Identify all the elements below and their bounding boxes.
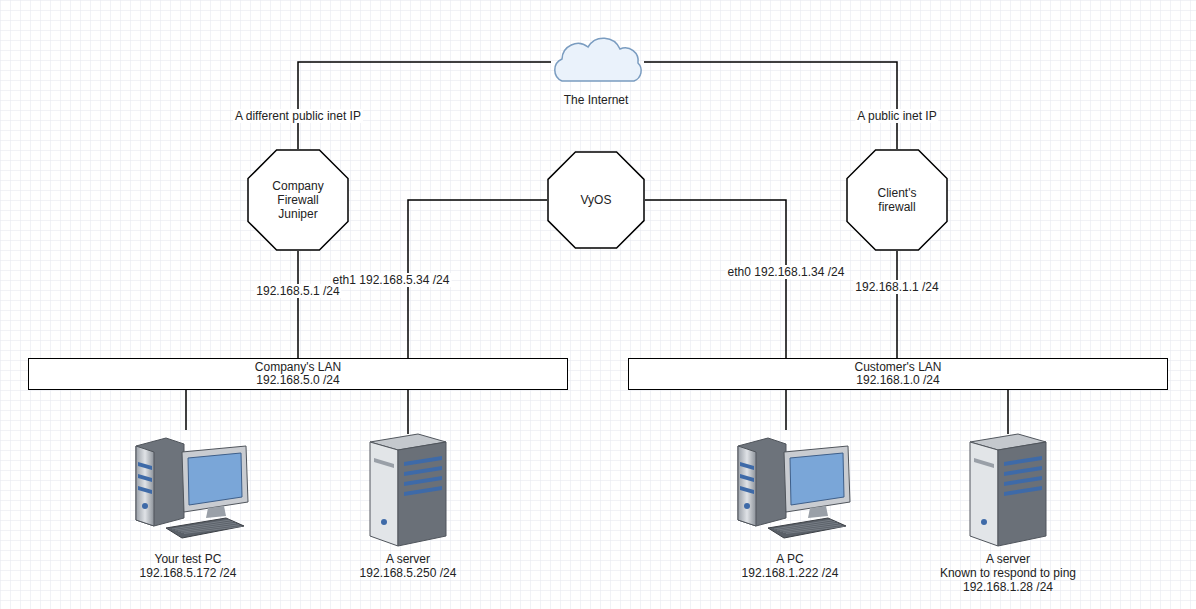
network-link (407, 390, 409, 434)
server-icon (923, 430, 1093, 552)
node-label: A server (986, 552, 1030, 566)
octagon-shape (248, 150, 348, 250)
node-label: A PC (776, 552, 803, 566)
server-icon (338, 430, 478, 552)
firewall-octagon: Client's firewall (846, 149, 948, 251)
link-label: A different public inet IP (233, 109, 363, 123)
node-label: Client's firewall (866, 186, 928, 214)
lan-band: Customer's LAN192.168.1.0 /24 (628, 358, 1168, 390)
pc-device: A PC192.168.1.222 /24 (720, 428, 860, 580)
link-label: A public inet IP (855, 109, 938, 123)
node-label: 192.168.1.28 /24 (963, 580, 1053, 594)
network-link (1007, 390, 1009, 434)
lan-label: 192.168.1.0 /24 (633, 374, 1163, 387)
lan-band: Company's LAN192.168.5.0 /24 (28, 358, 568, 390)
node-label: Your test PC (155, 552, 222, 566)
network-link (644, 62, 897, 149)
node-label: 192.168.5.250 /24 (360, 566, 457, 580)
link-label: eth0 192.168.1.34 /24 (726, 265, 847, 279)
network-link (785, 390, 787, 430)
pc-icon (118, 428, 258, 552)
lan-label: Customer's LAN (633, 361, 1163, 374)
firewall-octagon: Company Firewall Juniper (247, 149, 349, 251)
cloud-outline (555, 38, 641, 81)
node-label: VyOS (581, 193, 612, 207)
link-label: 192.168.5.1 /24 (254, 284, 341, 298)
link-label: 192.168.1.1 /24 (853, 280, 940, 294)
lan-label: Company's LAN (33, 361, 563, 374)
pc-device: Your test PC192.168.5.172 /24 (118, 428, 258, 580)
network-link (896, 251, 898, 358)
server-device: A serverKnown to respond to ping192.168.… (923, 430, 1093, 594)
lan-label: 192.168.5.0 /24 (33, 374, 563, 387)
node-label: Known to respond to ping (940, 566, 1076, 580)
octagon-shape (548, 152, 644, 248)
cloud-shape (540, 33, 652, 85)
pc-icon (720, 428, 860, 552)
link-label: eth1 192.168.5.34 /24 (331, 273, 452, 287)
node-label: The Internet (564, 93, 629, 107)
node-label: A server (386, 552, 430, 566)
router-octagon: VyOS (547, 151, 645, 249)
network-link (645, 200, 786, 358)
node-label: 192.168.5.172 /24 (140, 566, 237, 580)
server-device: A server192.168.5.250 /24 (338, 430, 478, 580)
network-link (298, 62, 551, 149)
internet-cloud: The Internet (540, 33, 652, 107)
octagon-shape (847, 150, 947, 250)
network-link (297, 251, 299, 358)
node-label: Company Firewall Juniper (267, 179, 329, 221)
node-label: 192.168.1.222 /24 (742, 566, 839, 580)
network-link (185, 390, 187, 430)
